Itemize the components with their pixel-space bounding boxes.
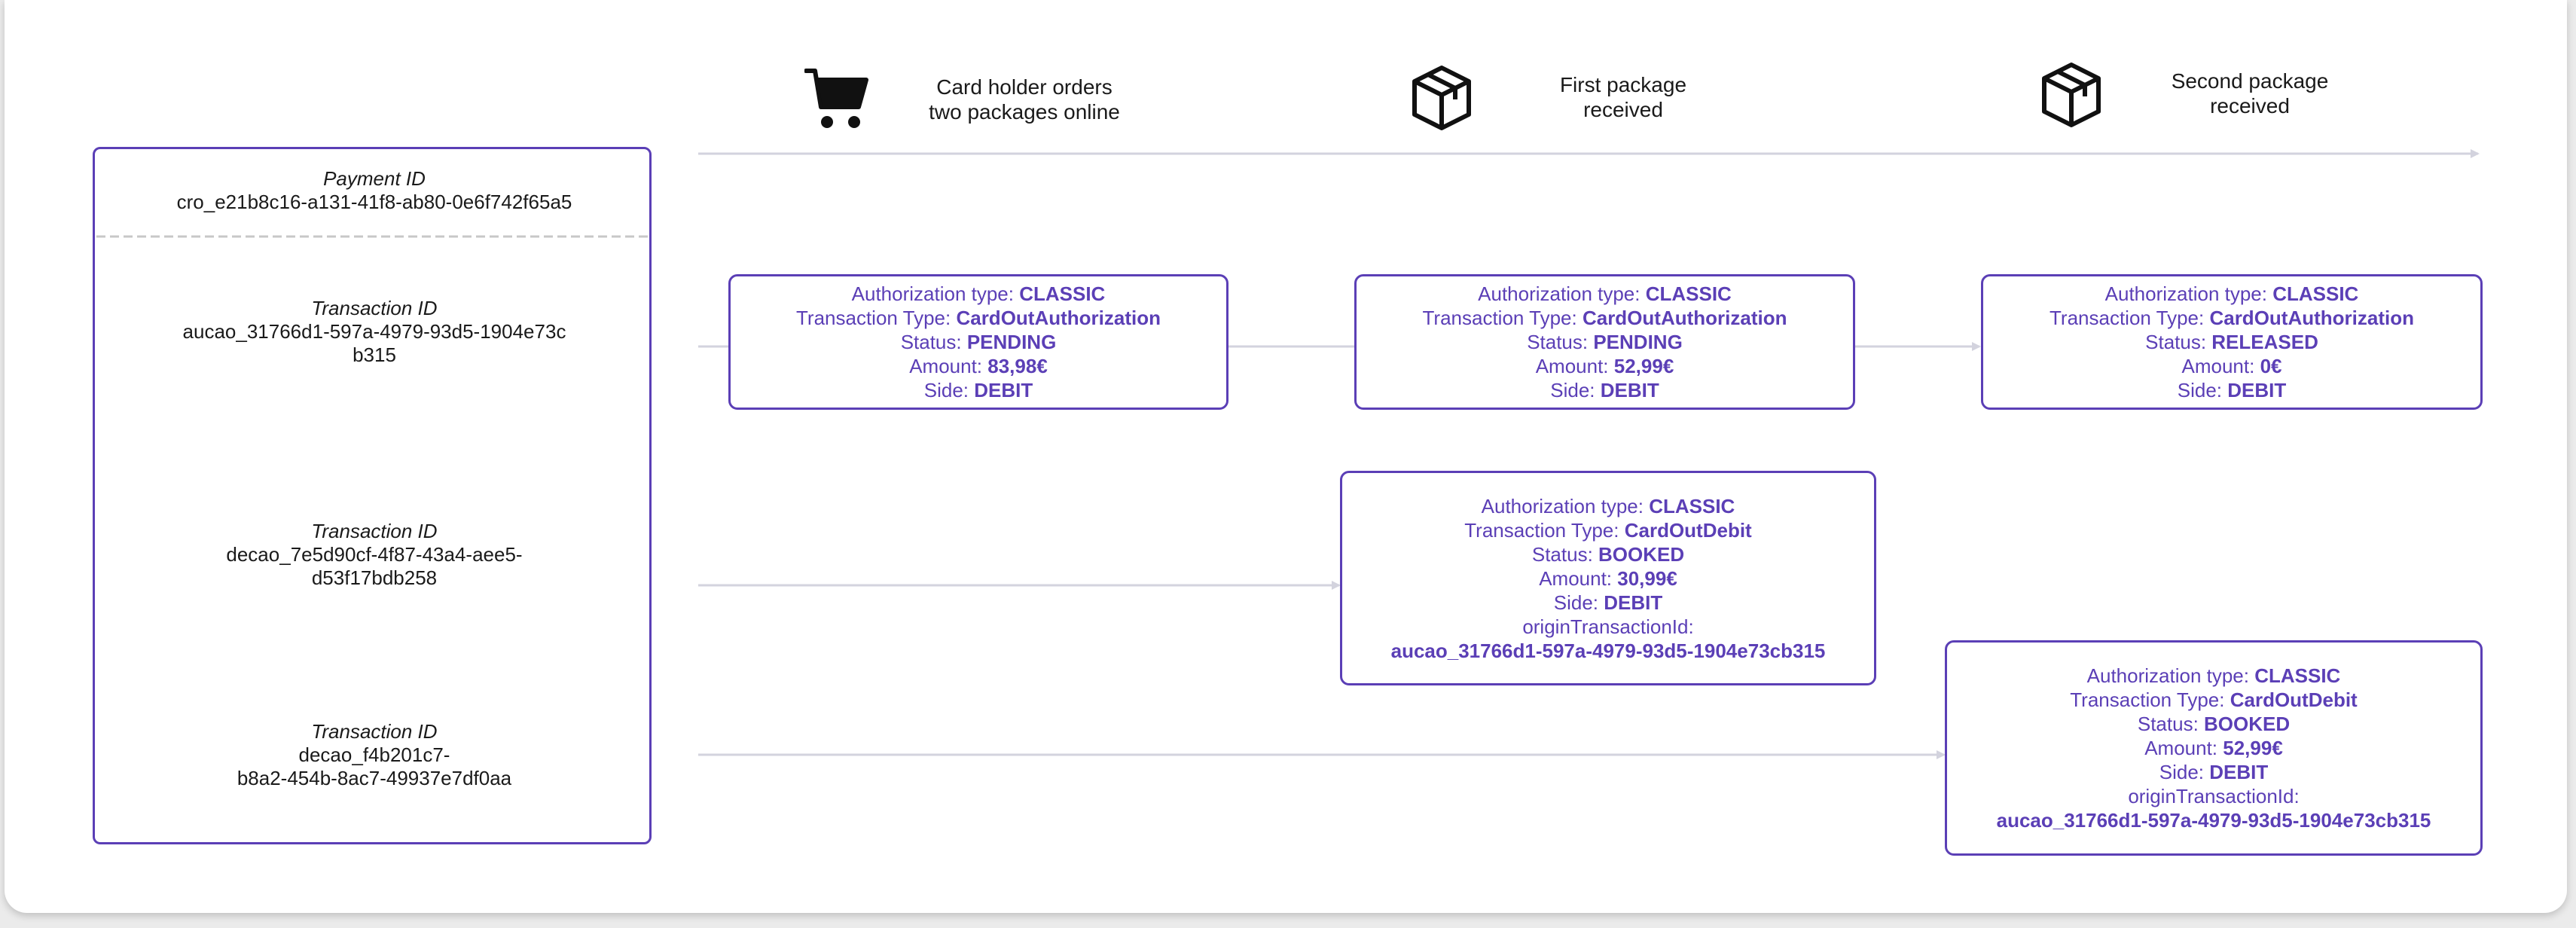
transaction-id-label: Transaction ID [311, 720, 438, 743]
event-first-package-caption: First package received [1559, 73, 1687, 121]
transaction-id-value: aucao_31766d1-597a-4979-93d5-1904e73c [182, 320, 566, 343]
authorization-box-2: Authorization type: CLASSIC Transaction … [1354, 274, 1855, 410]
debit-box-1: Authorization type: CLASSIC Transaction … [1340, 471, 1876, 685]
transaction-id-value: decao_f4b201c7- [298, 743, 450, 766]
event-second-package-caption: Second package received [2171, 69, 2329, 118]
payment-id-value: cro_e21b8c16-a131-41f8-ab80-0e6f742f65a5 [176, 191, 572, 213]
transaction-id-value: decao_7e5d90cf-4f87-43a4-aee5- [226, 543, 523, 566]
debit-box-2: Authorization type: CLASSIC Transaction … [1945, 640, 2483, 856]
transaction-id-value-cont: d53f17bdb258 [311, 566, 438, 589]
payment-id-label: Payment ID [323, 167, 426, 190]
transaction-id-block-1: Transaction ID aucao_31766d1-597a-4979-9… [95, 297, 654, 367]
transaction-id-label: Transaction ID [311, 297, 438, 319]
authorization-box-1: Authorization type: CLASSIC Transaction … [728, 274, 1228, 410]
payment-id-block: Payment ID cro_e21b8c16-a131-41f8-ab80-0… [95, 167, 654, 214]
transaction-id-block-2: Transaction ID decao_7e5d90cf-4f87-43a4-… [95, 520, 654, 590]
package-icon [2042, 63, 2101, 127]
transaction-id-block-3: Transaction ID decao_f4b201c7- b8a2-454b… [95, 720, 654, 790]
id-panel: Payment ID cro_e21b8c16-a131-41f8-ab80-0… [93, 147, 652, 844]
transaction-id-value-cont: b8a2-454b-8ac7-49937e7df0aa [237, 767, 512, 789]
transaction-id-label: Transaction ID [311, 520, 438, 542]
shopping-cart-icon [804, 69, 868, 128]
event-order-caption: Card holder orders two packages online [929, 75, 1120, 124]
transaction-id-value-cont: b315 [353, 343, 396, 366]
package-icon [1412, 66, 1471, 130]
authorization-box-3: Authorization type: CLASSIC Transaction … [1981, 274, 2483, 410]
